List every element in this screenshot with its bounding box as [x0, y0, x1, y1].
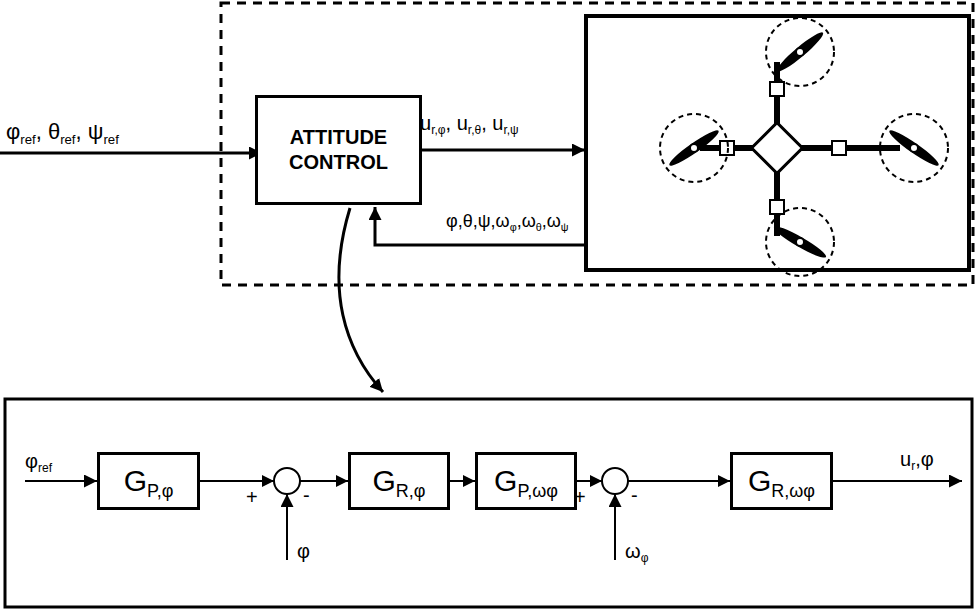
block-label: GR,ωφ [748, 464, 815, 498]
transfer-block: GR,φ [348, 452, 450, 510]
quadrotor-drawing [660, 18, 948, 276]
reference-signal: φref [25, 450, 52, 472]
ref-arrow [25, 480, 97, 482]
signal-connector [450, 480, 475, 482]
block-label: ATTITUDE CONTROL [258, 125, 419, 175]
sign-plus: + [246, 486, 258, 508]
output-signal: ur,φ [900, 448, 934, 470]
feedback-signal: ωφ [625, 540, 648, 562]
input-arrow [0, 152, 262, 155]
output-arrow [833, 480, 962, 482]
feedback-arrow [375, 207, 585, 245]
sign-minus: - [303, 484, 310, 506]
block-label: GP,φ [124, 464, 174, 498]
transfer-block: GP,φ [97, 452, 200, 510]
omega-feedback [614, 494, 616, 560]
phi-feedback [286, 494, 288, 560]
signal-connector [577, 480, 730, 482]
sign-minus: - [631, 484, 638, 506]
input-signals: φref, θref, ψref [6, 120, 119, 144]
transfer-block: GP,ωφ [475, 452, 577, 510]
sign-plus: + [574, 486, 586, 508]
block-label: GP,ωφ [494, 464, 558, 498]
command-arrow [415, 149, 585, 152]
dashed-boundary [221, 3, 973, 285]
feedback-signals: φ,θ,ψ,ωφ,ωθ,ωψ [446, 212, 569, 232]
block-label: GR,φ [372, 464, 425, 498]
junction-inlet [255, 480, 274, 482]
transfer-block: GR,ωφ [730, 452, 833, 510]
summing-junction [274, 468, 300, 494]
quadrotor-frame [586, 16, 969, 270]
controller-box: ATTITUDE CONTROL [255, 95, 422, 205]
summing-junction [602, 468, 628, 494]
zoom-arrow [339, 208, 383, 392]
junction-inlet [583, 480, 602, 482]
feedback-signal: φ [297, 540, 310, 562]
detail-frame [5, 399, 972, 607]
control-signals: ur,φ, ur,θ, ur,ψ [420, 112, 519, 134]
